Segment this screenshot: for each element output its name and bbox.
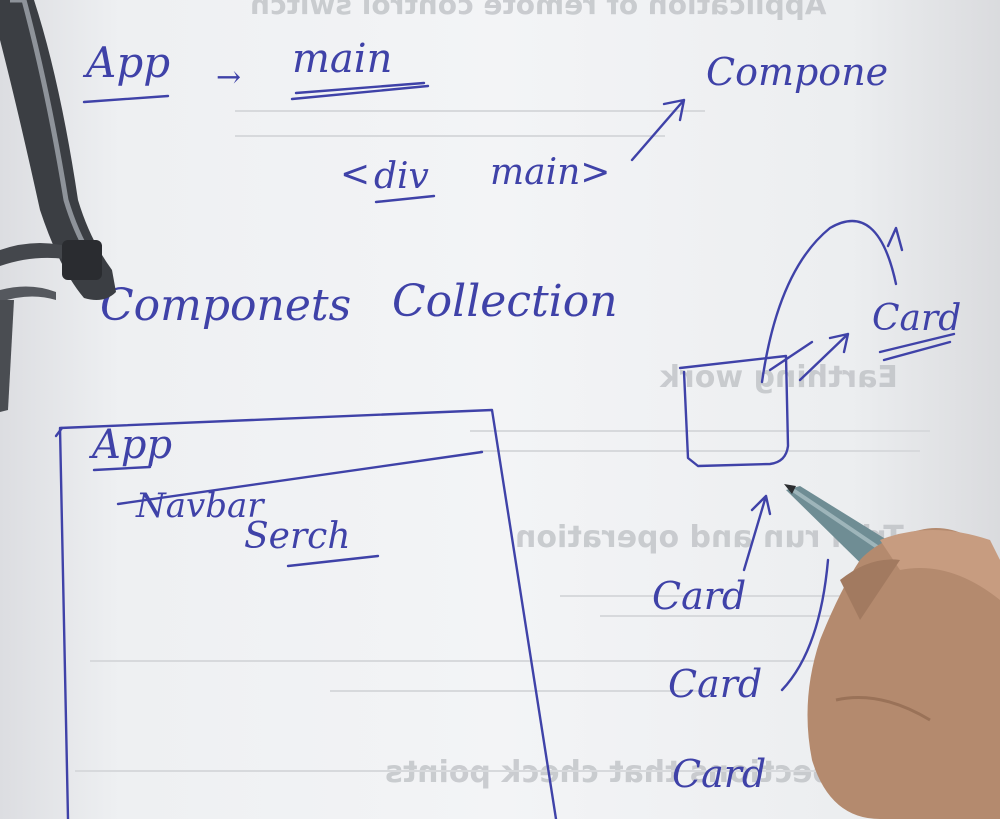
underline-card-top [878, 332, 956, 362]
arrow-box-card-2 [798, 332, 850, 382]
hand [807, 528, 1000, 819]
note-card-1: Card [652, 574, 747, 618]
note-main-close: main> [490, 152, 611, 193]
bleed-through-line [330, 690, 710, 692]
app-box-corner [54, 426, 64, 438]
bleed-through-line [470, 430, 930, 432]
arrow-box-card-1 [768, 340, 814, 372]
curved-arrow [760, 219, 898, 384]
underline-box-app [92, 465, 152, 472]
underline-search [286, 554, 380, 568]
bleed-through-line [235, 135, 665, 137]
note-main: main [292, 36, 393, 82]
note-card-top: Card [872, 298, 962, 339]
bleed-through-line [560, 595, 980, 597]
box-note-app: App [92, 422, 173, 468]
underline-main [290, 81, 430, 101]
arrow-card-up [742, 494, 772, 572]
bleed-through-line [600, 615, 980, 617]
note-div-open: < [340, 154, 371, 195]
bleed-through-line [235, 110, 705, 112]
underline-div [374, 194, 436, 204]
bleed-through-line [75, 770, 845, 772]
note-componets: Componets [100, 280, 352, 331]
bleed-through-line [90, 660, 970, 662]
arrow-to-compone [630, 98, 686, 162]
note-compone: Compone [706, 50, 889, 94]
box-note-search: Serch [244, 516, 351, 557]
note-arrow: → [216, 60, 242, 95]
pen-stroke [780, 558, 830, 692]
card-box-shape [678, 354, 790, 468]
note-collection: Collection [392, 276, 618, 327]
note-card-2: Card [668, 662, 763, 706]
box-app-divider [116, 450, 484, 506]
note-app: App [86, 38, 171, 87]
underline-app [82, 94, 170, 104]
eyeglasses-frame [0, 0, 116, 412]
app-box-outline [58, 408, 558, 819]
note-card-3: Card [672, 752, 767, 796]
arrowhead-top [886, 226, 904, 252]
note-div: div [374, 156, 429, 197]
box-note-navbar: Navbar [136, 486, 264, 526]
bleed-through-line [480, 450, 920, 452]
